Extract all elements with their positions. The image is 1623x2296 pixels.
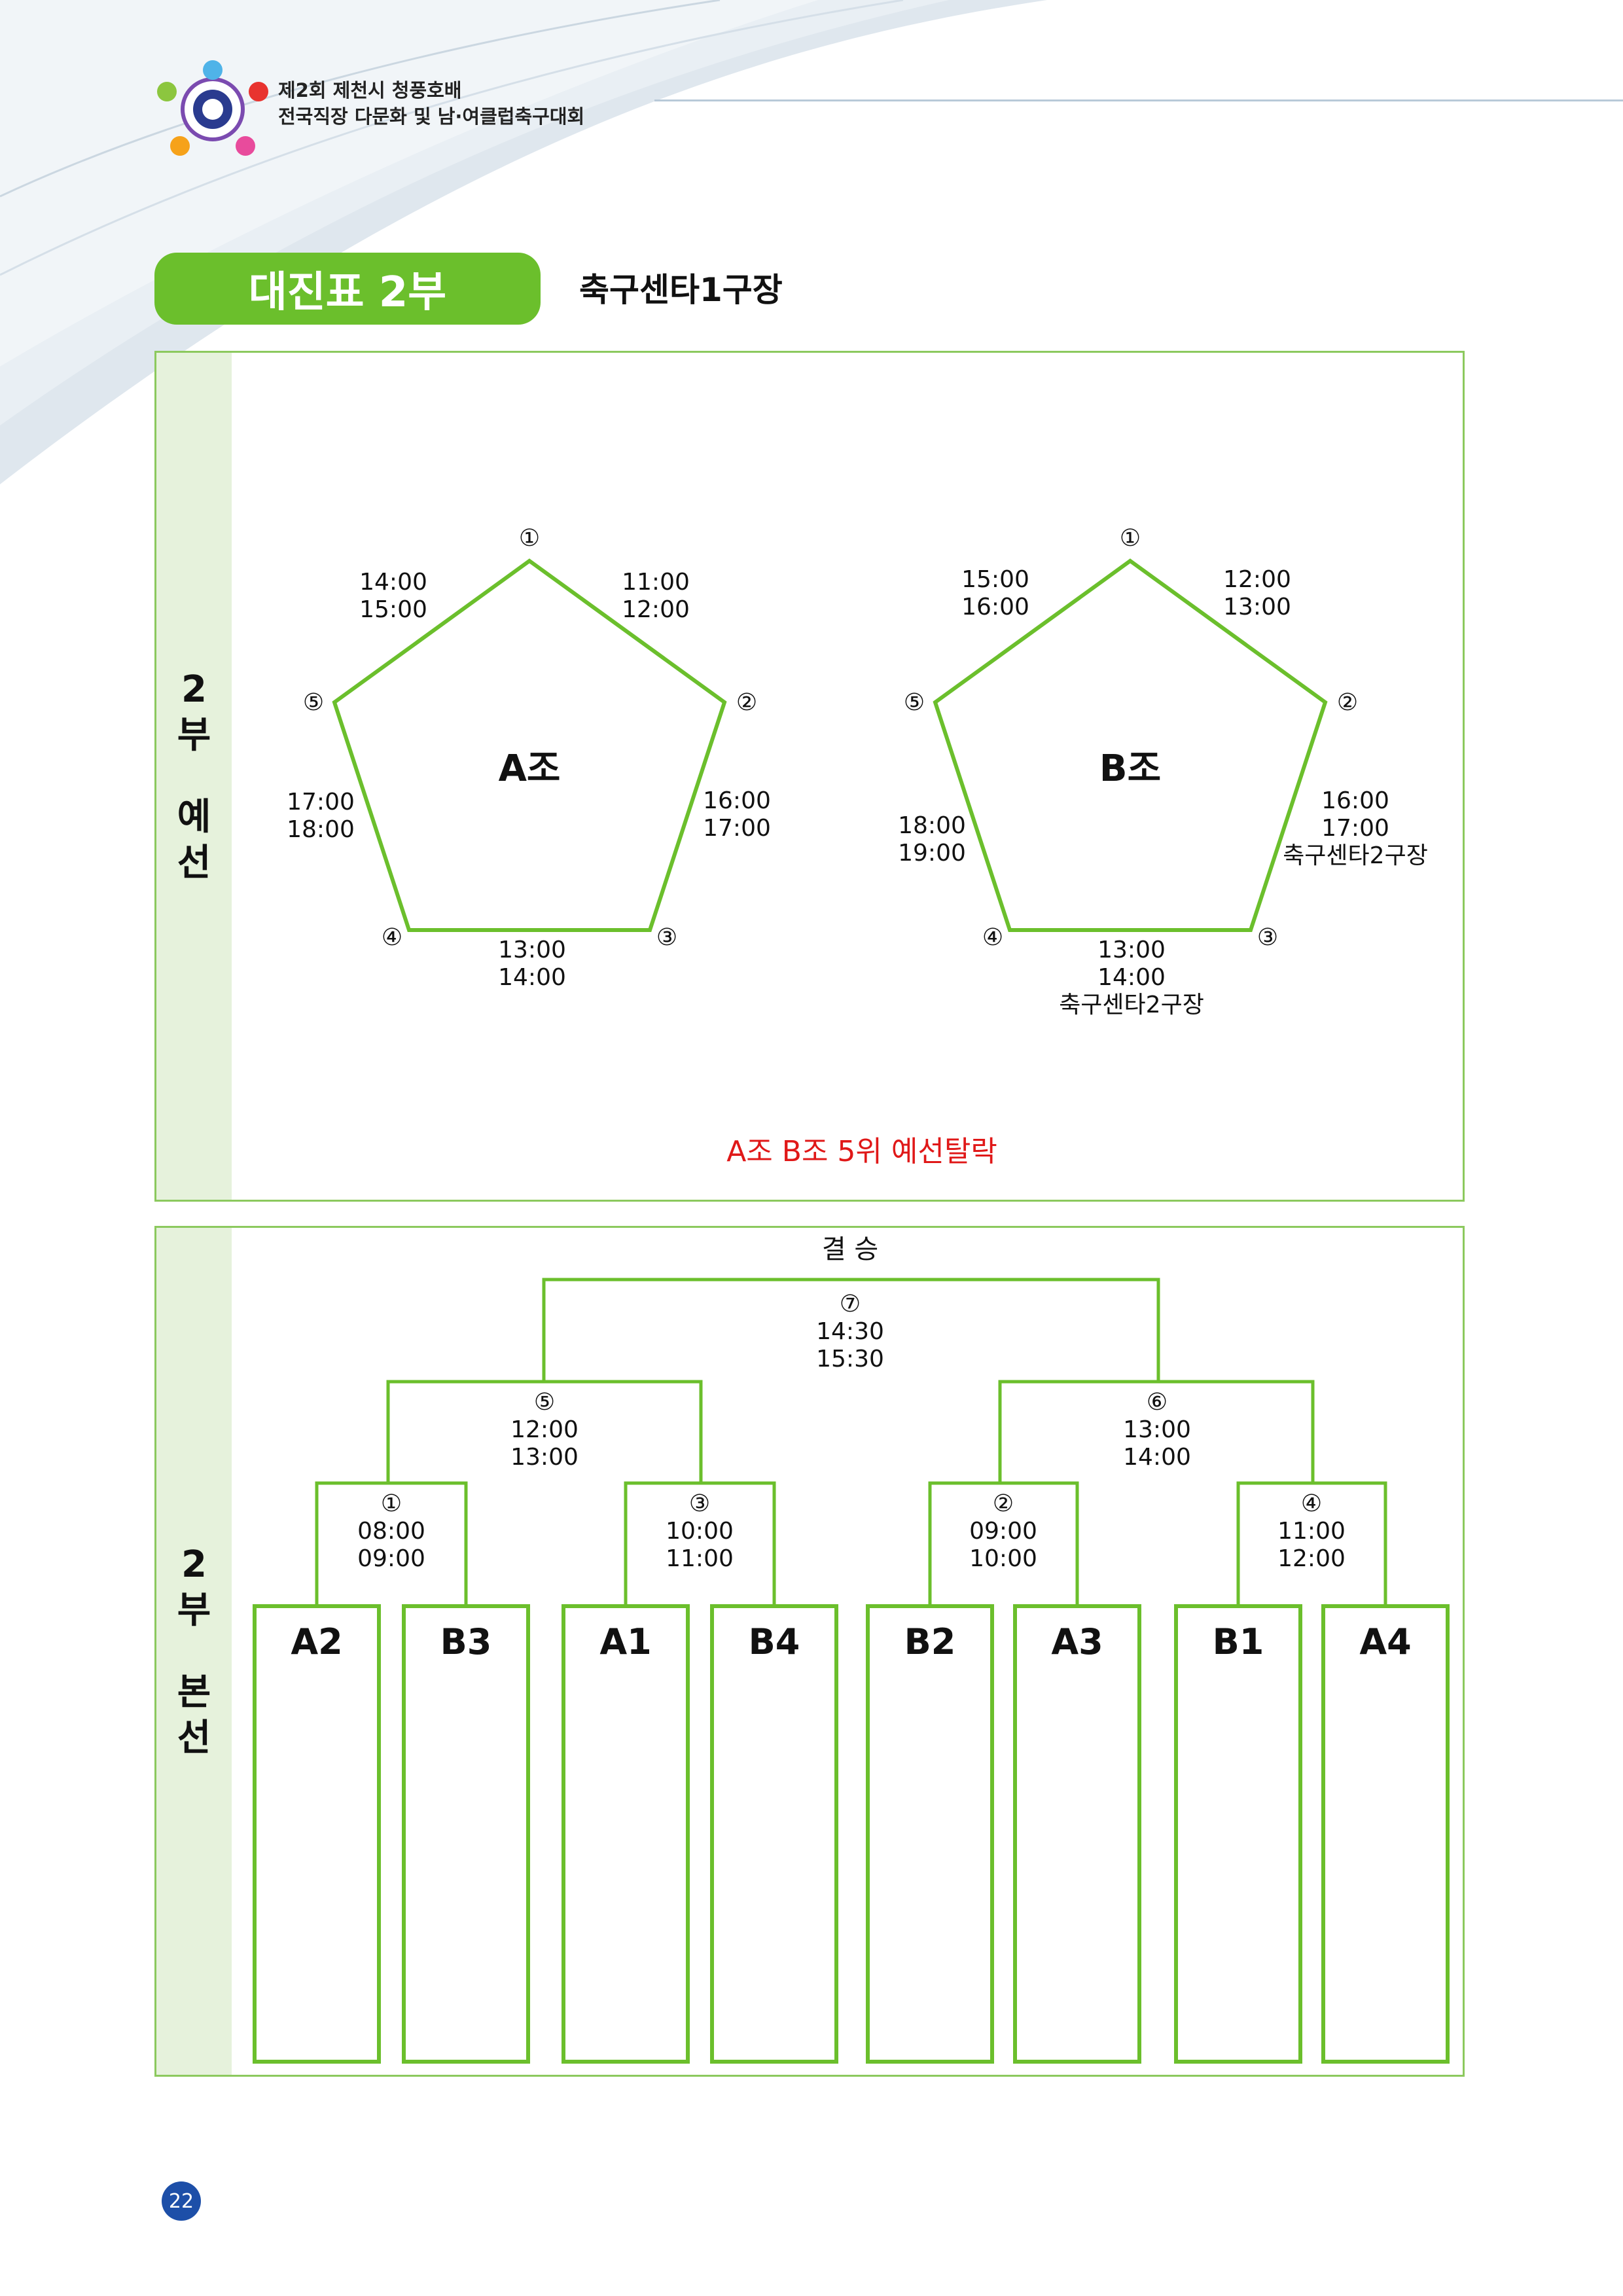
- team-box-a3: A3: [1013, 1604, 1141, 2064]
- main-side-strip: [156, 1228, 232, 2075]
- team-label: A4: [1359, 1621, 1412, 1662]
- team-box-b3: B3: [402, 1604, 530, 2064]
- event-title: 제2회 제천시 청풍호배 전국직장 다문화 및 남·여클럽축구대회: [278, 77, 584, 130]
- team-box-b4: B4: [710, 1604, 838, 2064]
- team-box-b2: B2: [866, 1604, 994, 2064]
- team-box-a1: A1: [562, 1604, 690, 2064]
- quarter-1-bracket: [315, 1481, 468, 1604]
- quarter-4-bracket: [1236, 1481, 1387, 1604]
- bracket-lines: [315, 1278, 1387, 1604]
- team-label: A3: [1051, 1621, 1103, 1662]
- prelim-side-strip: [156, 353, 232, 1200]
- group-a-vertex-4: ④: [381, 924, 403, 951]
- semi-5-bracket: [386, 1380, 703, 1483]
- group-pentagons: [332, 558, 1328, 932]
- quarter-3-bracket: [624, 1481, 776, 1604]
- group-b-vertex-2: ②: [1336, 689, 1359, 716]
- main-side-label: 2 부 본 선: [177, 1543, 211, 1759]
- prelim-side-label: 2 부 예 선: [177, 668, 211, 884]
- section-title: 대진표 2부: [154, 253, 541, 325]
- group-a-pentagon: [332, 558, 727, 932]
- final-label: 결 승: [821, 1234, 879, 1265]
- group-b-pentagon: [933, 558, 1328, 932]
- group-b-vertex-1: ①: [1119, 525, 1141, 552]
- group-b-vertex-3: ③: [1257, 924, 1279, 951]
- team-label: B1: [1212, 1621, 1264, 1662]
- group-a-vertex-3: ③: [656, 924, 678, 951]
- event-title-line1: 제2회 제천시 청풍호배: [278, 79, 462, 101]
- group-b-vertex-5: ⑤: [903, 689, 925, 716]
- group-b-vertex-4: ④: [982, 924, 1004, 951]
- group-b-name: B조: [1099, 747, 1162, 790]
- team-label: B4: [748, 1621, 800, 1662]
- team-label: B3: [440, 1621, 492, 1662]
- group-a-vertex-5: ⑤: [302, 689, 325, 716]
- final-bracket: [542, 1278, 1160, 1382]
- team-label: A2: [291, 1621, 343, 1662]
- team-label: A1: [599, 1621, 652, 1662]
- tournament-logo: [157, 60, 268, 156]
- header-rule: [654, 99, 1623, 101]
- group-a-name: A조: [498, 747, 561, 790]
- team-box-a4: A4: [1321, 1604, 1450, 2064]
- venue-label: 축구센타1구장: [579, 271, 783, 309]
- elimination-note: A조 B조 5위 예선탈락: [726, 1135, 997, 1168]
- group-a-vertex-1: ①: [518, 525, 541, 552]
- team-label: B2: [904, 1621, 956, 1662]
- group-a-vertex-2: ②: [736, 689, 758, 716]
- quarter-2-bracket: [928, 1481, 1079, 1604]
- page-number: 22: [162, 2181, 201, 2221]
- event-title-line2: 전국직장 다문화 및 남·여클럽축구대회: [278, 105, 585, 128]
- team-box-a2: A2: [253, 1604, 381, 2064]
- team-box-b1: B1: [1174, 1604, 1302, 2064]
- semi-6-bracket: [998, 1380, 1315, 1483]
